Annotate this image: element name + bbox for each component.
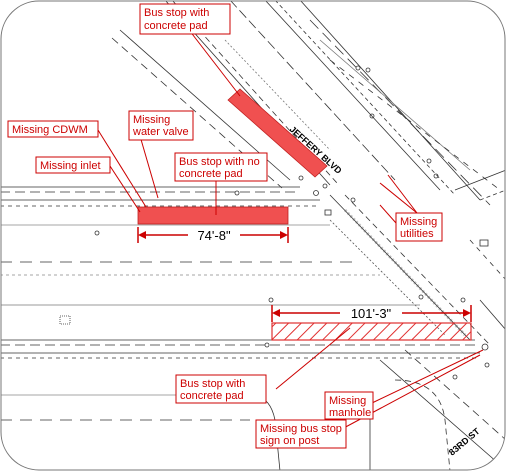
bus-stop-pad-lower <box>271 322 472 341</box>
callout-bus-stop-concrete-pad-top: Bus stop with concrete pad <box>139 3 231 35</box>
callout-line: Bus stop with <box>144 7 209 19</box>
callout-missing-cdwm: Missing CDWM <box>7 120 99 138</box>
bus-stop-pad-jeffery <box>227 88 328 178</box>
callout-missing-bus-stop-sign: Missing bus stop sign on post <box>255 419 347 449</box>
callout-line: Missing bus stop <box>260 423 342 435</box>
callout-line: Missing <box>400 216 437 228</box>
callout-line: water valve <box>132 126 189 138</box>
callout-line: Missing CDWM <box>12 124 88 136</box>
callout-missing-inlet: Missing inlet <box>35 156 111 174</box>
callout-line: Bus stop with no <box>179 156 260 168</box>
callout-line: Bus stop with <box>180 378 245 390</box>
bus-stop-no-pad-area <box>137 206 289 225</box>
callout-line: Missing <box>133 114 170 126</box>
callouts: Bus stop with concrete pad Missing CDWM … <box>7 3 443 449</box>
callout-missing-water-valve: Missing water valve <box>128 110 194 141</box>
dimension-label-lower: 101'-3" <box>351 306 392 321</box>
callout-bus-stop-concrete-pad-bottom: Bus stop with concrete pad <box>175 374 267 404</box>
callout-missing-manhole: Missing manhole <box>324 391 374 420</box>
callout-line: manhole <box>329 407 371 419</box>
bus-stop-pads <box>137 88 472 341</box>
callout-missing-utilities: Missing utilities <box>395 212 443 242</box>
dimension-lines <box>137 227 472 322</box>
callout-line: concrete pad <box>180 390 244 402</box>
callout-bus-stop-no-concrete-pad: Bus stop with no concrete pad <box>174 152 268 182</box>
lower-diagonal-lines <box>329 169 505 470</box>
callout-line: utilities <box>400 228 434 240</box>
lower-street-lines <box>1 339 480 470</box>
callout-line: Missing inlet <box>40 160 101 172</box>
callout-line: Missing <box>329 395 366 407</box>
callout-line: concrete pad <box>144 20 208 32</box>
callout-line: sign on post <box>260 435 319 447</box>
upper-street-lines <box>1 186 420 306</box>
dimension-label-upper: 74'-8" <box>197 228 231 243</box>
callout-line: concrete pad <box>179 168 243 180</box>
street-label-83rd: 83RD ST <box>447 426 482 458</box>
